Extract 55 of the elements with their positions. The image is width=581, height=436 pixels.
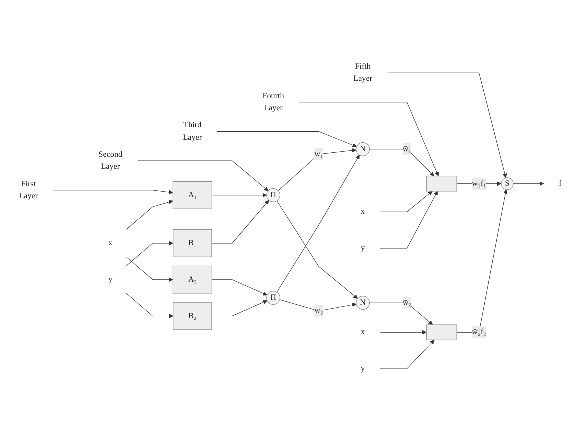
node-text: x bbox=[361, 328, 366, 337]
node-circle: Π bbox=[266, 291, 280, 306]
node-box: A₁ bbox=[172, 182, 212, 210]
node-box: B₁ bbox=[173, 230, 212, 258]
arrow bbox=[276, 155, 360, 293]
node-text: f bbox=[559, 179, 562, 188]
arrow bbox=[278, 148, 357, 192]
arrow bbox=[380, 340, 435, 370]
arrow bbox=[370, 149, 434, 176]
arrow bbox=[380, 191, 433, 212]
node-circle: N bbox=[356, 296, 370, 310]
arrow bbox=[126, 293, 174, 318]
node-circle: Π bbox=[266, 188, 280, 202]
edge-label: w₁ bbox=[314, 150, 324, 159]
edge-label: w̄₁f₁ bbox=[472, 179, 486, 188]
arrow bbox=[513, 182, 544, 186]
node-box bbox=[426, 324, 458, 340]
arrow bbox=[212, 300, 268, 316]
node-text: y bbox=[361, 364, 366, 374]
node-box bbox=[426, 176, 458, 192]
arrow bbox=[126, 241, 174, 266]
arrow bbox=[52, 190, 174, 195]
edge-label: w₂ bbox=[314, 306, 324, 316]
arrow bbox=[217, 131, 358, 148]
arrow bbox=[380, 191, 438, 249]
edge-label: w̄₁ bbox=[402, 144, 412, 154]
arrow bbox=[387, 72, 508, 178]
node-box: A₂ bbox=[172, 266, 212, 294]
node-text: x bbox=[108, 238, 113, 248]
arrow bbox=[212, 200, 270, 244]
arrow bbox=[456, 190, 508, 333]
node-text: y bbox=[108, 275, 113, 284]
arrow bbox=[380, 330, 427, 335]
node-text: First Layer bbox=[19, 180, 38, 200]
arrow bbox=[126, 200, 174, 230]
arrow bbox=[456, 182, 502, 186]
arrow bbox=[212, 280, 268, 296]
node-circle: S bbox=[501, 178, 514, 190]
node-text: Fourth Layer bbox=[262, 92, 284, 113]
edge-label: w̄₂ bbox=[402, 298, 412, 308]
arrow bbox=[299, 102, 440, 176]
arrow bbox=[276, 200, 358, 300]
arrow bbox=[126, 256, 174, 282]
node-text: y bbox=[361, 244, 366, 253]
arrow bbox=[370, 302, 434, 326]
node-text: Third Layer bbox=[183, 121, 202, 142]
node-text: x bbox=[361, 208, 366, 216]
node-text: Second Layer bbox=[98, 150, 123, 172]
node-circle: N bbox=[356, 142, 370, 156]
edge-label: w̄₂f₂ bbox=[472, 328, 486, 337]
node-text: Fifth Layer bbox=[354, 62, 373, 84]
arrow bbox=[280, 300, 357, 312]
arrow bbox=[212, 193, 268, 198]
arrow bbox=[137, 160, 269, 192]
node-box: B₂ bbox=[173, 302, 212, 330]
